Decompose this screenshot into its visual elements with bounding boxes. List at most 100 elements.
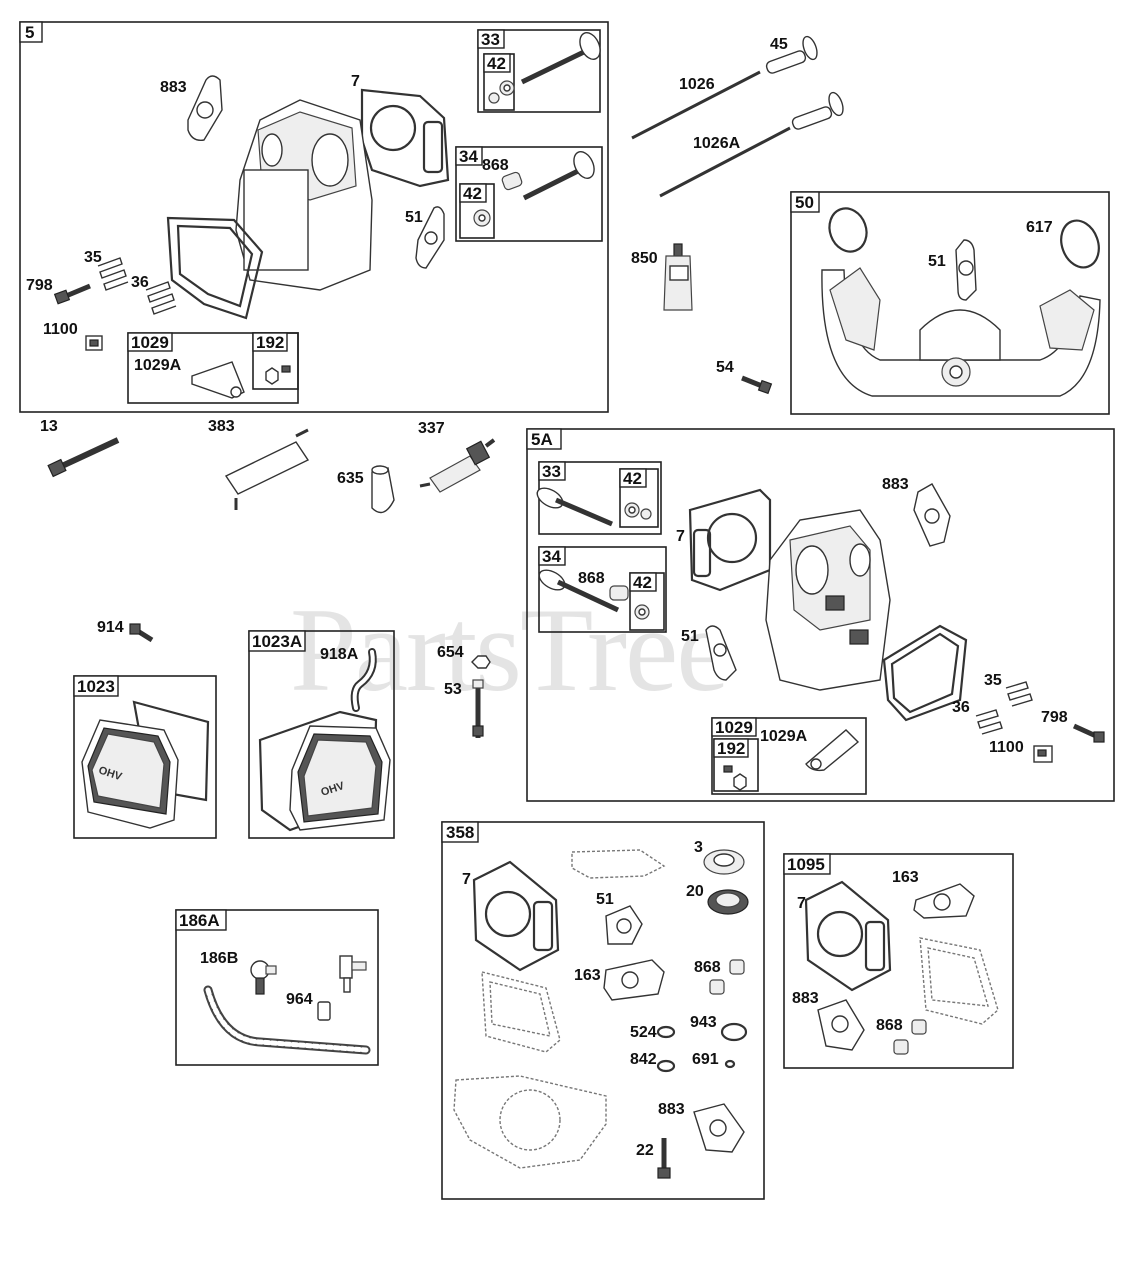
label-654: 654 <box>437 644 464 661</box>
cover-gasket-icon <box>882 624 968 722</box>
gasket-icon <box>913 883 975 919</box>
label-7: 7 <box>797 895 806 912</box>
exhaust-gasket-icon <box>913 483 951 547</box>
cylinder-head-icon <box>765 509 891 691</box>
label-51: 51 <box>405 209 423 226</box>
group-5A: 5A 33 42 34 868 42 7 <box>526 428 1115 802</box>
subgroup-192-tag: 192 <box>256 333 284 352</box>
label-918A: 918A <box>320 646 359 663</box>
group-50-tag: 50 <box>795 193 814 212</box>
oil-seal-icon <box>707 889 749 915</box>
nut-icon <box>723 765 747 791</box>
label-45: 45 <box>770 36 788 53</box>
head-gasket-icon <box>472 860 560 972</box>
group-186A-tag: 186A <box>179 911 220 930</box>
group-5: 5 33 42 34 868 42 <box>19 21 609 413</box>
bolt-icon <box>1072 723 1105 743</box>
label-163: 163 <box>574 967 601 984</box>
label-524: 524 <box>630 1024 657 1041</box>
label-1100: 1100 <box>989 739 1024 756</box>
seal-icon <box>703 849 745 875</box>
cover-gasket-icon <box>481 971 561 1053</box>
label-35: 35 <box>84 249 102 266</box>
push-rod-icon <box>659 126 791 198</box>
group-1023: 1023 OHV <box>73 675 217 839</box>
label-691: 691 <box>692 1051 719 1068</box>
gasket-icon <box>571 849 666 879</box>
label-914: 914 <box>97 619 124 636</box>
rocker-arm-icon <box>805 729 860 772</box>
loose-mid-parts: 13 383 337 635 914 654 <box>40 418 496 738</box>
label-186B: 186B <box>200 950 238 967</box>
label-850: 850 <box>631 250 658 267</box>
exhaust-gasket-icon <box>693 1103 745 1153</box>
valve-tappet-icon <box>765 35 818 74</box>
intake-gasket-icon <box>415 206 445 269</box>
bolt-icon <box>129 623 154 643</box>
label-798: 798 <box>1041 709 1068 726</box>
valve-guide-icon <box>501 171 523 191</box>
breather-tube-icon <box>224 428 310 510</box>
subgroup-34 <box>538 546 667 633</box>
subgroup-1029 <box>711 717 867 795</box>
valve-seal-icon <box>473 209 491 227</box>
crankcase-gasket-icon <box>453 1075 607 1169</box>
bolt-icon <box>657 1138 671 1179</box>
label-883: 883 <box>658 1101 685 1118</box>
subgroup-42b-tag: 42 <box>633 573 652 592</box>
group-1023-tag: 1023 <box>77 677 115 696</box>
label-1026A: 1026A <box>693 135 741 152</box>
group-1095: 1095 163 7 883 868 <box>783 853 1014 1069</box>
valve-spring-icon <box>1005 681 1033 707</box>
label-53: 53 <box>444 681 462 698</box>
label-1026: 1026 <box>679 76 715 93</box>
rocker-nut-icon <box>1033 745 1053 763</box>
label-883: 883 <box>792 990 819 1007</box>
subgroup-192-tag: 192 <box>717 739 745 758</box>
intake-manifold-icon <box>821 267 1101 397</box>
valve-seal-icon <box>634 604 650 620</box>
label-1100: 1100 <box>43 321 78 338</box>
bolt-icon <box>53 283 91 305</box>
label-20: 20 <box>686 883 704 900</box>
subgroup-1029-tag: 1029 <box>131 333 169 352</box>
subgroup-42-tag: 42 <box>487 54 506 73</box>
label-35: 35 <box>984 672 1002 689</box>
valve-spring-icon <box>97 257 129 291</box>
spark-plug-icon <box>419 438 496 493</box>
o-ring-icon <box>656 1025 676 1039</box>
label-36: 36 <box>952 699 970 716</box>
cover-gasket-icon <box>919 937 999 1025</box>
label-1029A: 1029A <box>134 357 182 374</box>
label-868: 868 <box>876 1017 903 1034</box>
label-3: 3 <box>694 839 703 856</box>
label-617: 617 <box>1026 219 1053 236</box>
label-22: 22 <box>636 1142 654 1159</box>
label-883: 883 <box>882 476 909 493</box>
sealant-tube-icon <box>663 243 693 311</box>
loose-top-parts: 45 1026 1026A 850 54 <box>631 35 844 395</box>
valve-guide-icon <box>709 959 745 995</box>
breather-hose-icon <box>350 648 377 712</box>
bolt-icon <box>47 437 120 478</box>
exhaust-gasket-icon <box>817 999 865 1051</box>
rocker-arm-icon <box>191 361 245 399</box>
stud-icon <box>472 679 484 738</box>
subgroup-34-tag: 34 <box>459 147 478 166</box>
o-ring-icon <box>1060 219 1100 269</box>
label-7: 7 <box>351 73 360 90</box>
fitting-icon <box>250 960 277 995</box>
nut-icon <box>265 365 291 385</box>
intake-gasket-icon <box>605 905 643 945</box>
subgroup-1029-tag: 1029 <box>715 718 753 737</box>
subgroup-33-tag: 33 <box>481 30 500 49</box>
intake-gasket-icon <box>705 625 737 681</box>
label-51: 51 <box>596 891 614 908</box>
label-7: 7 <box>676 528 685 545</box>
label-13: 13 <box>40 418 58 435</box>
bolt-icon <box>741 375 773 395</box>
label-798: 798 <box>26 277 53 294</box>
gasket-icon <box>603 959 665 1001</box>
group-1023A: 1023A 918A OHV <box>248 630 395 839</box>
